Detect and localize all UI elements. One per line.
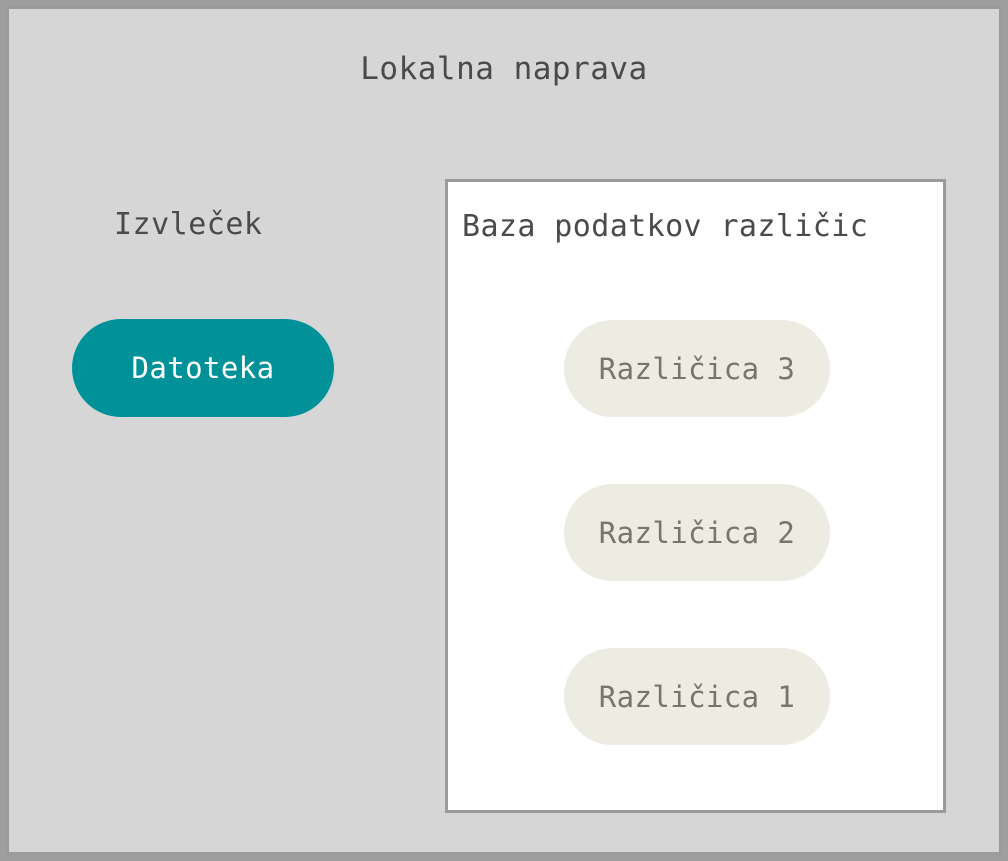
node-version-3[interactable]: Različica 3 — [564, 320, 830, 417]
checkout-section-label: Izvleček — [114, 207, 263, 242]
local-device-container: Lokalna naprava Izvleček Datoteka Baza p… — [6, 6, 1002, 855]
node-file-datoteka[interactable]: Datoteka — [72, 319, 334, 417]
version-database-title: Baza podatkov različic — [462, 209, 869, 244]
edge-version-3-to-version-2 — [448, 182, 451, 270]
node-version-2-label: Različica 2 — [598, 515, 796, 550]
node-version-3-label: Različica 3 — [598, 351, 796, 386]
node-file-label: Datoteka — [131, 351, 275, 385]
edge-file-to-version-3 — [9, 9, 243, 12]
node-version-1[interactable]: Različica 1 — [564, 648, 830, 745]
node-version-1-label: Različica 1 — [598, 679, 796, 714]
edge-version-2-to-version-1 — [448, 270, 451, 358]
local-device-title: Lokalna naprava — [360, 51, 648, 87]
node-version-2[interactable]: Različica 2 — [564, 484, 830, 581]
